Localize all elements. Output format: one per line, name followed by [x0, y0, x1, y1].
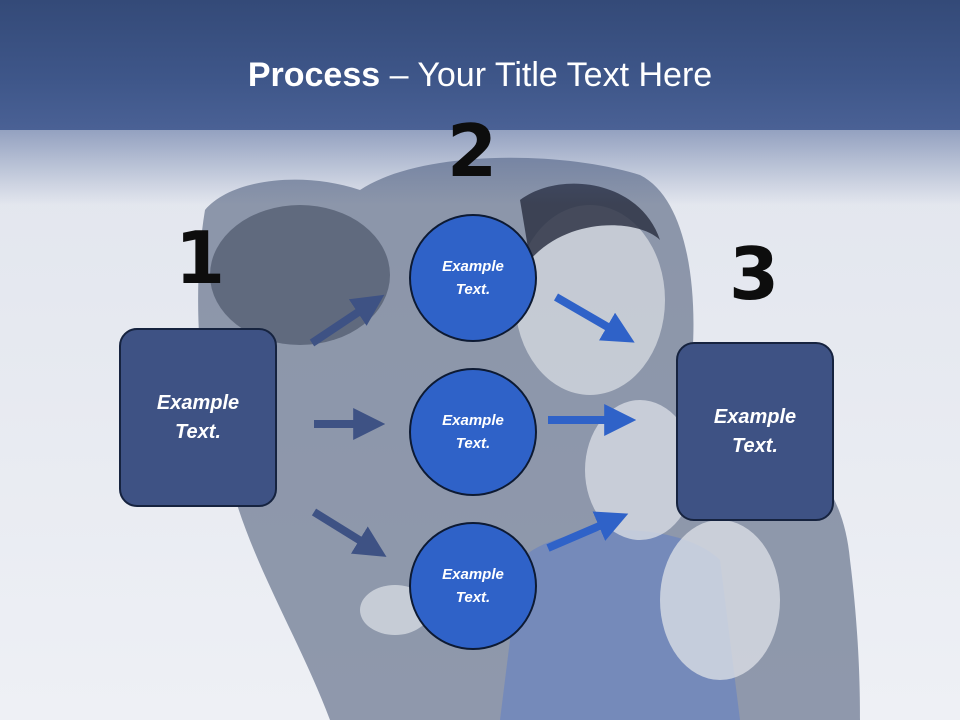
- circle-top: Example Text.: [409, 214, 537, 342]
- circle-middle-label: Example Text.: [442, 412, 504, 452]
- circle-bottom: Example Text.: [409, 522, 537, 650]
- arrow-left-to-top: [309, 294, 385, 347]
- start-box: Example Text.: [119, 328, 277, 507]
- circle-middle: Example Text.: [409, 368, 537, 496]
- circle-top-label: Example Text.: [442, 258, 504, 298]
- end-box-label: Example Text.: [713, 405, 797, 457]
- title-bar-fade: [0, 125, 960, 205]
- end-box: Example Text.: [676, 342, 834, 521]
- start-box-label: Example Text.: [156, 391, 240, 443]
- step-number-2: 2: [446, 109, 498, 193]
- step-number-1: 1: [174, 216, 226, 300]
- arrow-top-to-right: [553, 293, 635, 343]
- arrow-bottom-to-right: [546, 511, 629, 552]
- title-bar: [0, 0, 960, 130]
- arrow-left-to-bottom: [311, 508, 387, 557]
- circle-bottom-label: Example Text.: [442, 566, 504, 606]
- slide-title: Process – Your Title Text Here: [0, 54, 960, 96]
- title-bold: Process: [247, 56, 381, 94]
- title-rest: – Your Title Text Here: [380, 56, 713, 94]
- step-number-3: 3: [728, 232, 780, 316]
